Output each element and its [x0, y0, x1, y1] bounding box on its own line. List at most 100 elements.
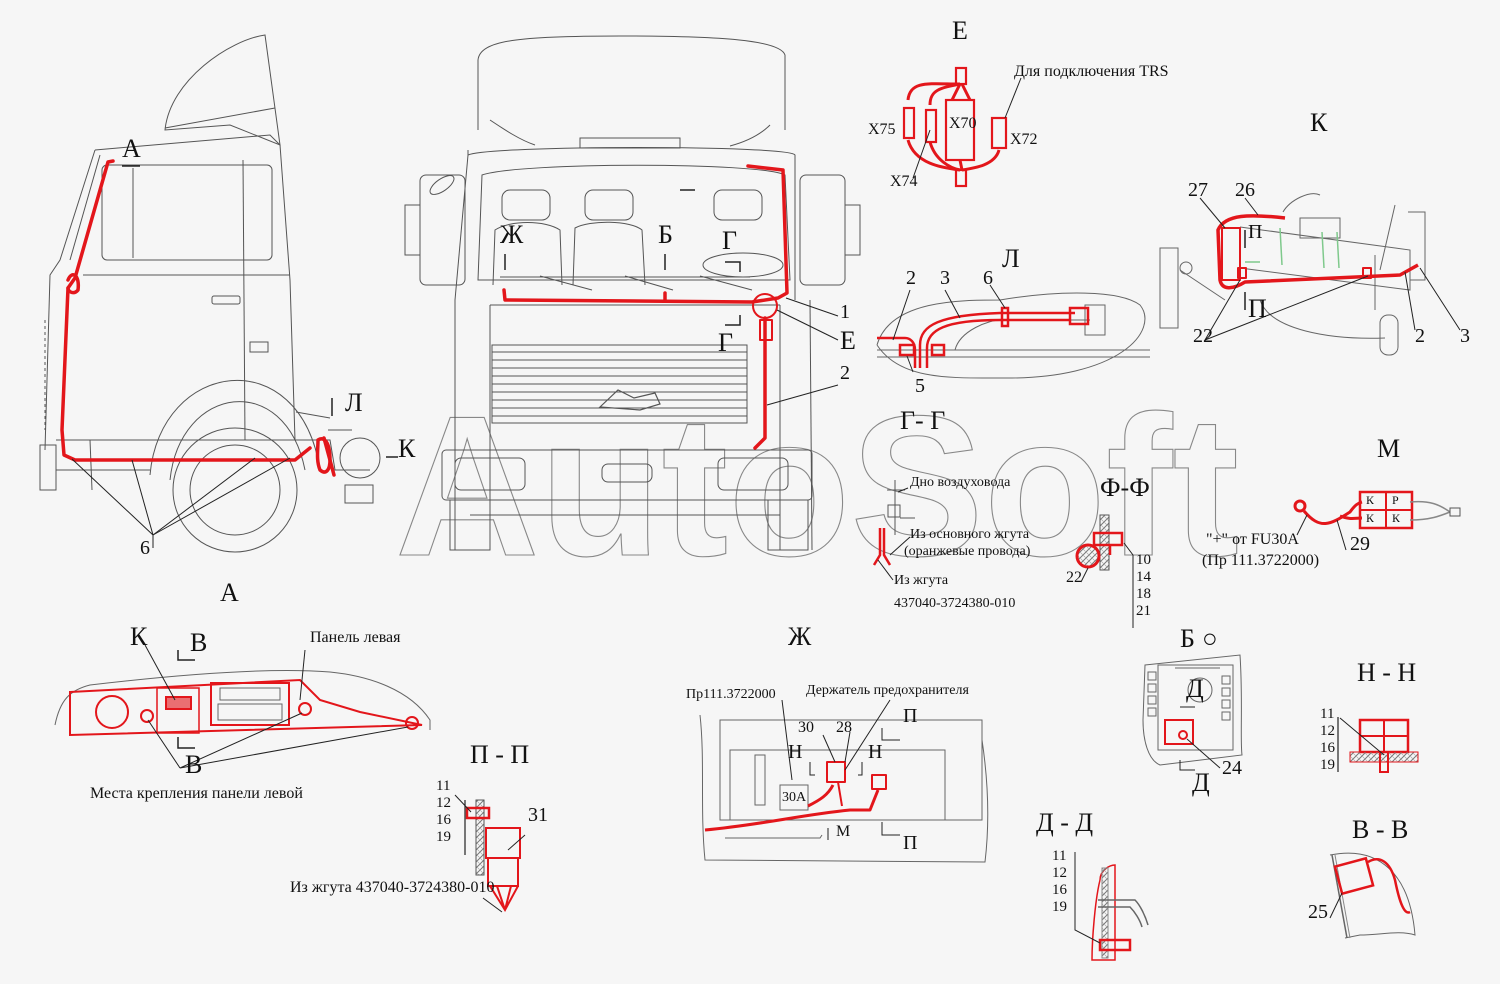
- detail-a-k-label: К: [130, 622, 148, 651]
- detail-k-callout-3: 3: [1460, 325, 1470, 347]
- detail-m-drawing: [1293, 490, 1461, 551]
- detail-m-title: М: [1377, 434, 1401, 463]
- stack-item: 19: [436, 829, 451, 845]
- detail-zh-mark-p-bottom: П: [903, 832, 918, 854]
- front-view-harness: [502, 164, 789, 450]
- detail-k-callout-26: 26: [1235, 179, 1255, 201]
- detail-l-harness: [877, 306, 1090, 368]
- connector-x74: X74: [890, 173, 918, 190]
- side-view-harness: [60, 159, 336, 477]
- detail-b-red: [1164, 719, 1194, 745]
- section-n-n-stack: 11 12 16 19: [1320, 706, 1335, 774]
- front-view-leaders: [504, 189, 839, 406]
- connector-x72: X72: [1010, 131, 1038, 148]
- stack-item: 16: [436, 812, 451, 828]
- maz-logo: [598, 389, 661, 411]
- section-g-g-leaders: [877, 487, 911, 581]
- detail-m-note-line2: (Пр 111.3722000): [1202, 552, 1320, 569]
- detail-a-panel-label: Панель левая: [310, 629, 401, 646]
- relay-cell: К: [1366, 493, 1375, 507]
- detail-zh-harness: [704, 761, 887, 832]
- detail-e-title: Е: [952, 16, 968, 45]
- detail-zh-callout-30: 30: [798, 719, 814, 736]
- detail-e-leaders: [912, 77, 1022, 179]
- detail-zh-fuse-ref: Пр111.3722000: [686, 687, 776, 702]
- section-g-g-drawing: [887, 480, 915, 535]
- detail-e-note: Для подключения TRS: [1014, 63, 1169, 80]
- detail-a-section-v-bottom: В: [185, 750, 203, 779]
- relay-cell: Р: [1392, 493, 1399, 507]
- detail-k-callout-22: 22: [1193, 325, 1213, 347]
- section-d-d-stack: 11 12 16 19: [1052, 848, 1067, 916]
- detail-k-callout-2: 2: [1415, 325, 1425, 347]
- stack-item: 14: [1136, 569, 1151, 585]
- section-f-f-drawing: [1075, 514, 1134, 628]
- grille-bars: [492, 351, 747, 417]
- detail-k-title: К: [1310, 108, 1328, 137]
- section-p-p-callout-31: 31: [528, 804, 548, 826]
- callout-2: 2: [840, 362, 850, 384]
- stack-item: 21: [1136, 603, 1151, 619]
- section-v-v-title: В - В: [1352, 815, 1409, 844]
- stack-item: 10: [1136, 552, 1151, 568]
- detail-b-title-symbol: ○: [1202, 624, 1218, 653]
- detail-l-title: Л: [1002, 244, 1020, 273]
- section-p-p-title: П - П: [470, 740, 530, 769]
- stack-item: 12: [436, 795, 451, 811]
- stack-item: 12: [1052, 865, 1067, 881]
- section-g-g-note-orange: (оранжевые провода): [904, 544, 1031, 559]
- detail-b-d-bottom: Д: [1192, 768, 1210, 797]
- stack-item: 11: [1052, 848, 1067, 864]
- section-v-v-drawing: [1329, 852, 1416, 939]
- stack-item: 16: [1052, 882, 1067, 898]
- detail-l-callout-2: 2: [906, 267, 916, 289]
- callout-g-bottom: Г: [718, 328, 734, 357]
- section-p-p-drawing: [454, 794, 526, 913]
- detail-k-section-p-top: П: [1248, 221, 1263, 243]
- detail-l-leaders: [892, 284, 1006, 373]
- detail-k-leaders: [1199, 197, 1461, 341]
- side-view-leaders: [71, 165, 398, 548]
- detail-l-callout-5: 5: [915, 375, 925, 397]
- detail-m-note-line1: "+" от FU30A: [1206, 531, 1299, 548]
- detail-k-section-p-bottom: П: [1248, 294, 1267, 323]
- section-f-f-title: Ф-Ф: [1100, 473, 1150, 502]
- section-d-d-drawing: [1074, 852, 1149, 961]
- detail-zh-mark-n-left: Н: [788, 741, 803, 763]
- detail-zh-drawing: [699, 714, 989, 863]
- detail-zh-mark-p-top: П: [903, 705, 918, 727]
- relay-cell: К: [1366, 511, 1375, 525]
- detail-l-callout-3: 3: [940, 267, 950, 289]
- section-d-d-title: Д - Д: [1036, 808, 1094, 837]
- detail-zh-mark-n-right: Н: [868, 741, 883, 763]
- section-g-g-note-from-harness: Из жгута: [894, 573, 949, 588]
- callout-1: 1: [840, 301, 850, 323]
- section-g-g-title: Г- Г: [900, 406, 946, 435]
- detail-k-green: [1245, 227, 1340, 269]
- front-view-cab: [404, 35, 861, 551]
- detail-e-drawing: [902, 66, 1008, 188]
- stack-item: 11: [436, 778, 451, 794]
- detail-m-callout-29: 29: [1350, 533, 1370, 555]
- section-f-f-stack: 10 14 18 21: [1136, 552, 1151, 620]
- stack-item: 19: [1052, 899, 1067, 915]
- section-g-g-note-main-harness: Из основного жгута: [910, 527, 1030, 542]
- section-n-n-drawing: [1337, 717, 1419, 773]
- detail-zh-holder-label: Держатель предохранителя: [806, 683, 969, 698]
- stack-item: 18: [1136, 586, 1151, 602]
- callout-e: Е: [840, 326, 856, 355]
- detail-k-harness: [1216, 214, 1419, 290]
- stack-item: 12: [1320, 723, 1335, 739]
- callout-b: Б: [658, 220, 673, 249]
- detail-a-mount-label: Места крепления панели левой: [90, 785, 303, 802]
- callout-a: А: [122, 134, 141, 163]
- callout-zh: Ж: [500, 220, 524, 249]
- detail-zh-mark-m: М: [836, 823, 851, 840]
- detail-zh-callout-28: 28: [836, 719, 852, 736]
- detail-a-drawing: [54, 644, 431, 769]
- detail-b-leaders: [1179, 706, 1221, 771]
- stack-item: 19: [1320, 757, 1335, 773]
- connector-x75: X75: [868, 121, 896, 138]
